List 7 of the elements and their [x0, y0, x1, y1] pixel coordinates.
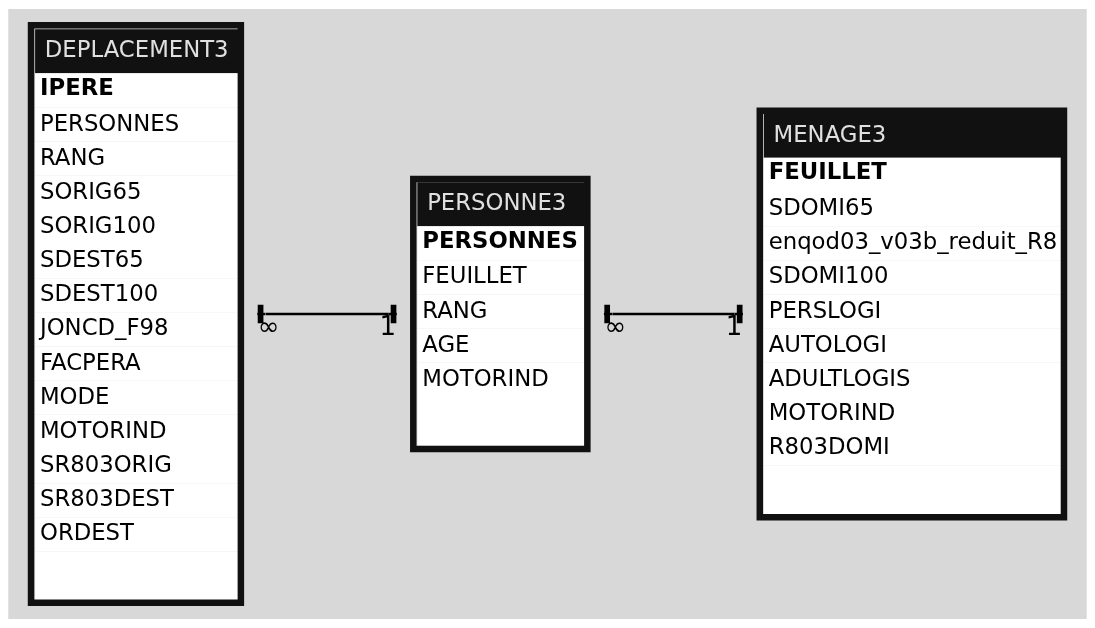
label: ∞: [257, 310, 280, 341]
node-box: DEPLACEMENT3 IPERE PERSONNES RANG SORIG65 SORIG100 SDEST65 SDEST100 JONCD_F98 FACPERA MODE MOTORIND SR803ORIG SR803DEST ORDEST: [27, 22, 245, 606]
node-box: MENAGE3 FEUILLET SDOMI65 enqod03_v03b_reduit_R8 SDOMI100 PERSLOGI AUTOLOGI ADULTLOGIS MOTORIND R803DOMI: [756, 107, 1068, 521]
label: 1: [725, 310, 743, 341]
label: ∞: [604, 310, 627, 341]
node-box: PERSONNE3 PERSONNES FEUILLET RANG AGE MOTORIND: [410, 175, 591, 453]
label: 1: [379, 310, 397, 341]
